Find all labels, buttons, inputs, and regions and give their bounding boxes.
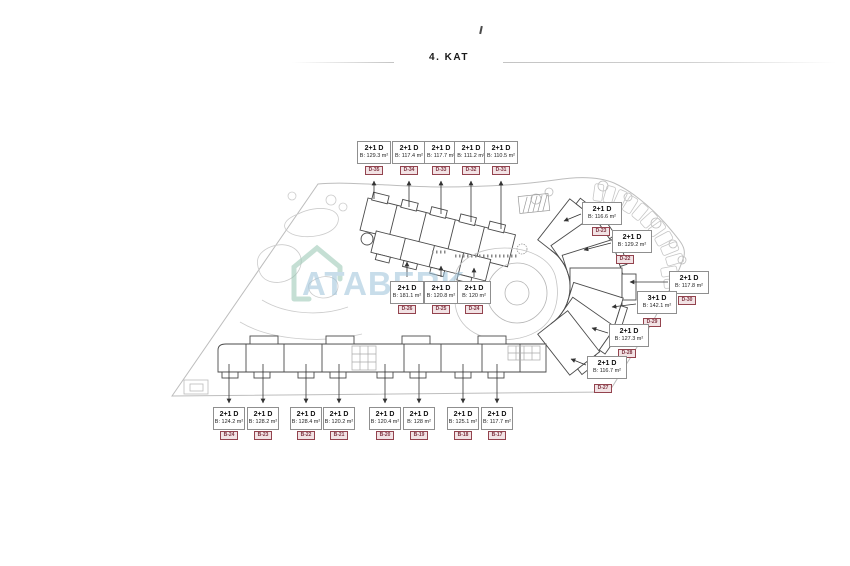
unit-code-badge[interactable]: D-35 <box>365 166 383 175</box>
unit-type: 2+1 D <box>364 145 384 152</box>
leader-arrows <box>226 180 668 404</box>
unit-area: B: 124.2 m² <box>214 419 244 425</box>
unit-code-badge[interactable]: D-31 <box>492 166 510 175</box>
unit-type: 2+1 D <box>461 145 481 152</box>
unit-code-badge[interactable]: D-25 <box>432 305 450 314</box>
unit-type: 2+1 D <box>491 145 511 152</box>
top-building <box>359 191 517 284</box>
unit-code-badge[interactable]: D-33 <box>432 166 450 175</box>
unit-area: B: 127.3 m² <box>614 336 644 342</box>
unit-area: B: 129.2 m² <box>617 242 647 248</box>
unit-type: 2+1 D <box>431 285 451 292</box>
unit-area: B: 128 m² <box>407 419 431 425</box>
unit-code-badge[interactable]: B-23 <box>254 431 272 440</box>
unit-code-badge[interactable]: B-21 <box>330 431 348 440</box>
unit-type: 2+1 D <box>487 411 507 418</box>
unit-area: B: 129.3 m² <box>359 153 389 159</box>
unit-area: B: 117.7 m² <box>426 153 456 159</box>
unit-code-badge[interactable]: D-29 <box>643 318 661 327</box>
site-boundary <box>171 177 685 397</box>
unit-type: 2+1 D <box>409 411 429 418</box>
title-rule-right <box>503 62 836 63</box>
unit-type: 2+1 D <box>597 360 617 367</box>
unit-type: 2+1 D <box>464 285 484 292</box>
unit-area: B: 120.4 m² <box>370 419 400 425</box>
title-rule-left <box>292 62 394 63</box>
unit-area: B: 128.4 m² <box>291 419 321 425</box>
unit-code-badge[interactable]: D-27 <box>594 384 612 393</box>
unit-type: 2+1 D <box>296 411 316 418</box>
unit-area: B: 117.7 m² <box>482 419 512 425</box>
unit-type: 2+1 D <box>375 411 395 418</box>
unit-code-badge[interactable]: D-34 <box>400 166 418 175</box>
unit-type: 2+1 D <box>619 328 639 335</box>
unit-code-badge[interactable]: D-28 <box>618 349 636 358</box>
unit-area: B: 116.6 m² <box>587 214 617 220</box>
unit-area: B: 120.8 m² <box>426 293 456 299</box>
unit-area: B: 117.4 m² <box>394 153 424 159</box>
unit-code-badge[interactable]: D-24 <box>465 305 483 314</box>
unit-code-badge[interactable]: D-23 <box>592 227 610 236</box>
unit-type: 2+1 D <box>592 206 612 213</box>
unit-type: 2+1 D <box>431 145 451 152</box>
unit-type: 3+1 D <box>647 295 667 302</box>
unit-code-badge[interactable]: B-17 <box>488 431 506 440</box>
unit-area: B: 181.1 m² <box>392 293 422 299</box>
unit-area: B: 116.7 m² <box>592 368 622 374</box>
unit-code-badge[interactable]: D-26 <box>398 305 416 314</box>
unit-code-badge[interactable]: D-22 <box>616 255 634 264</box>
unit-code-badge[interactable]: D-30 <box>678 296 696 305</box>
unit-type: 2+1 D <box>622 234 642 241</box>
unit-type: 2+1 D <box>219 411 239 418</box>
unit-area: B: 142.1 m² <box>642 303 672 309</box>
unit-type: 2+1 D <box>679 275 699 282</box>
unit-area: B: 117.8 m² <box>674 283 704 289</box>
unit-type: 2+1 D <box>253 411 273 418</box>
unit-code-badge[interactable]: B-18 <box>454 431 472 440</box>
unit-code-badge[interactable]: B-20 <box>376 431 394 440</box>
unit-type: 2+1 D <box>399 145 419 152</box>
unit-code-badge[interactable]: B-24 <box>220 431 238 440</box>
unit-code-badge[interactable]: D-32 <box>462 166 480 175</box>
unit-area: B: 111.2 m² <box>457 153 485 159</box>
unit-area: B: 120 m² <box>462 293 486 299</box>
unit-type: 2+1 D <box>329 411 349 418</box>
unit-code-badge[interactable]: B-22 <box>297 431 315 440</box>
unit-type: 2+1 D <box>397 285 417 292</box>
fan-building <box>537 197 637 376</box>
unit-type: 2+1 D <box>453 411 473 418</box>
unit-area: B: 125.1 m² <box>448 419 478 425</box>
unit-area: B: 128.2 m² <box>248 419 278 425</box>
floor-title: 4. KAT <box>429 52 469 63</box>
pergola-hatch <box>517 193 551 214</box>
core-hatch <box>351 345 541 371</box>
unit-area: B: 110.5 m² <box>486 153 516 159</box>
unit-code-badge[interactable]: B-19 <box>410 431 428 440</box>
unit-area: B: 120.2 m² <box>324 419 354 425</box>
